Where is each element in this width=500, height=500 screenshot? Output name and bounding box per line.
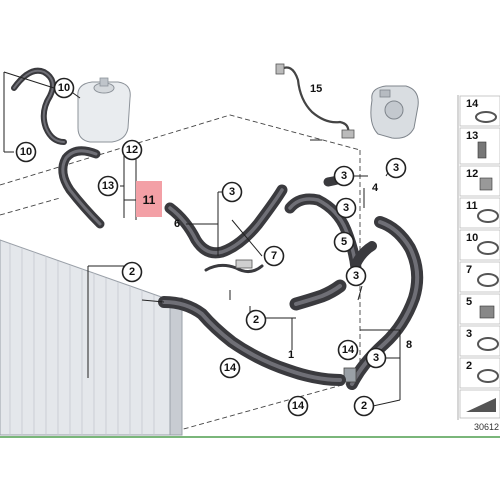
hose-1 xyxy=(289,279,347,311)
svg-text:3: 3 xyxy=(341,170,347,182)
callout-10-a: 10 xyxy=(53,77,75,99)
hose-5 xyxy=(351,241,377,269)
panel-row-5: 5 xyxy=(459,293,500,325)
svg-text:3: 3 xyxy=(393,162,399,174)
svg-text:2: 2 xyxy=(466,360,472,372)
callout-12: 12 xyxy=(121,139,143,161)
svg-text:2: 2 xyxy=(361,400,367,412)
label-11: 11 xyxy=(143,193,156,207)
callout-2-left: 2 xyxy=(121,261,143,283)
svg-text:7: 7 xyxy=(271,250,277,262)
svg-text:14: 14 xyxy=(292,400,305,412)
label-8: 8 xyxy=(406,339,412,351)
label-4: 4 xyxy=(372,182,379,194)
thermostat-housing xyxy=(370,85,419,139)
panel-row-10: 10 xyxy=(459,229,500,261)
svg-text:3: 3 xyxy=(373,352,379,364)
callout-10-b: 10 xyxy=(15,141,37,163)
svg-text:14: 14 xyxy=(342,344,355,356)
dashed-frame xyxy=(0,114,361,431)
panel-row-13: 13 xyxy=(459,127,500,165)
expansion-tank xyxy=(77,77,131,143)
svg-text:5: 5 xyxy=(466,296,472,308)
svg-text:10: 10 xyxy=(58,82,70,94)
svg-text:3: 3 xyxy=(343,202,349,214)
parts-panel: 14 13 12 11 10 7 5 xyxy=(457,95,500,432)
callout-3-top: 3 xyxy=(221,181,243,203)
callout-3-right-top: 3 xyxy=(385,157,407,179)
callout-2-mid: 2 xyxy=(245,309,267,331)
label-6: 6 xyxy=(174,218,180,230)
label-15: 15 xyxy=(310,83,322,95)
svg-text:12: 12 xyxy=(466,168,478,180)
sensor-wire xyxy=(275,63,355,139)
svg-text:11: 11 xyxy=(466,200,478,212)
panel-row-7: 7 xyxy=(459,261,500,293)
panel-row-3: 3 xyxy=(459,325,500,357)
callout-3-lower: 3 xyxy=(365,347,387,369)
svg-text:2: 2 xyxy=(253,314,259,326)
label-1: 1 xyxy=(288,349,294,361)
callout-5: 5 xyxy=(333,231,355,253)
svg-text:12: 12 xyxy=(126,144,138,156)
svg-text:14: 14 xyxy=(224,362,237,374)
highlight-box-11 xyxy=(136,181,162,217)
panel-row-12: 12 xyxy=(459,165,500,197)
svg-text:3: 3 xyxy=(229,186,235,198)
svg-text:3: 3 xyxy=(466,328,472,340)
callout-14-right: 14 xyxy=(337,339,359,361)
svg-text:3: 3 xyxy=(353,270,359,282)
panel-row-14: 14 xyxy=(459,95,500,127)
callout-3-small: 3 xyxy=(345,265,367,287)
panel-row-2: 2 xyxy=(459,357,500,389)
diagram-code: 30612 xyxy=(474,422,499,432)
callout-7: 7 xyxy=(263,245,285,267)
callout-14-bottom: 14 xyxy=(287,395,309,417)
hose-10-upper xyxy=(11,67,67,145)
svg-text:14: 14 xyxy=(466,98,479,110)
hose-4 xyxy=(284,171,362,274)
svg-text:2: 2 xyxy=(129,266,135,278)
panel-row-tool xyxy=(459,389,500,419)
hose-14 xyxy=(158,296,346,386)
svg-text:10: 10 xyxy=(20,146,32,158)
hose-6 xyxy=(164,184,288,273)
radiator xyxy=(0,239,183,436)
callout-2-lower: 2 xyxy=(353,395,375,417)
svg-text:13: 13 xyxy=(466,130,478,142)
svg-text:7: 7 xyxy=(466,264,472,276)
panel-row-11: 11 xyxy=(459,197,500,229)
svg-text:10: 10 xyxy=(466,232,478,244)
svg-text:5: 5 xyxy=(341,236,347,248)
callout-14-left: 14 xyxy=(219,357,241,379)
callout-13: 13 xyxy=(97,175,119,197)
callout-3-mid: 3 xyxy=(333,165,355,187)
svg-text:13: 13 xyxy=(102,180,114,192)
callout-3-right-far: 3 xyxy=(335,197,357,219)
hose-13 xyxy=(58,146,105,229)
